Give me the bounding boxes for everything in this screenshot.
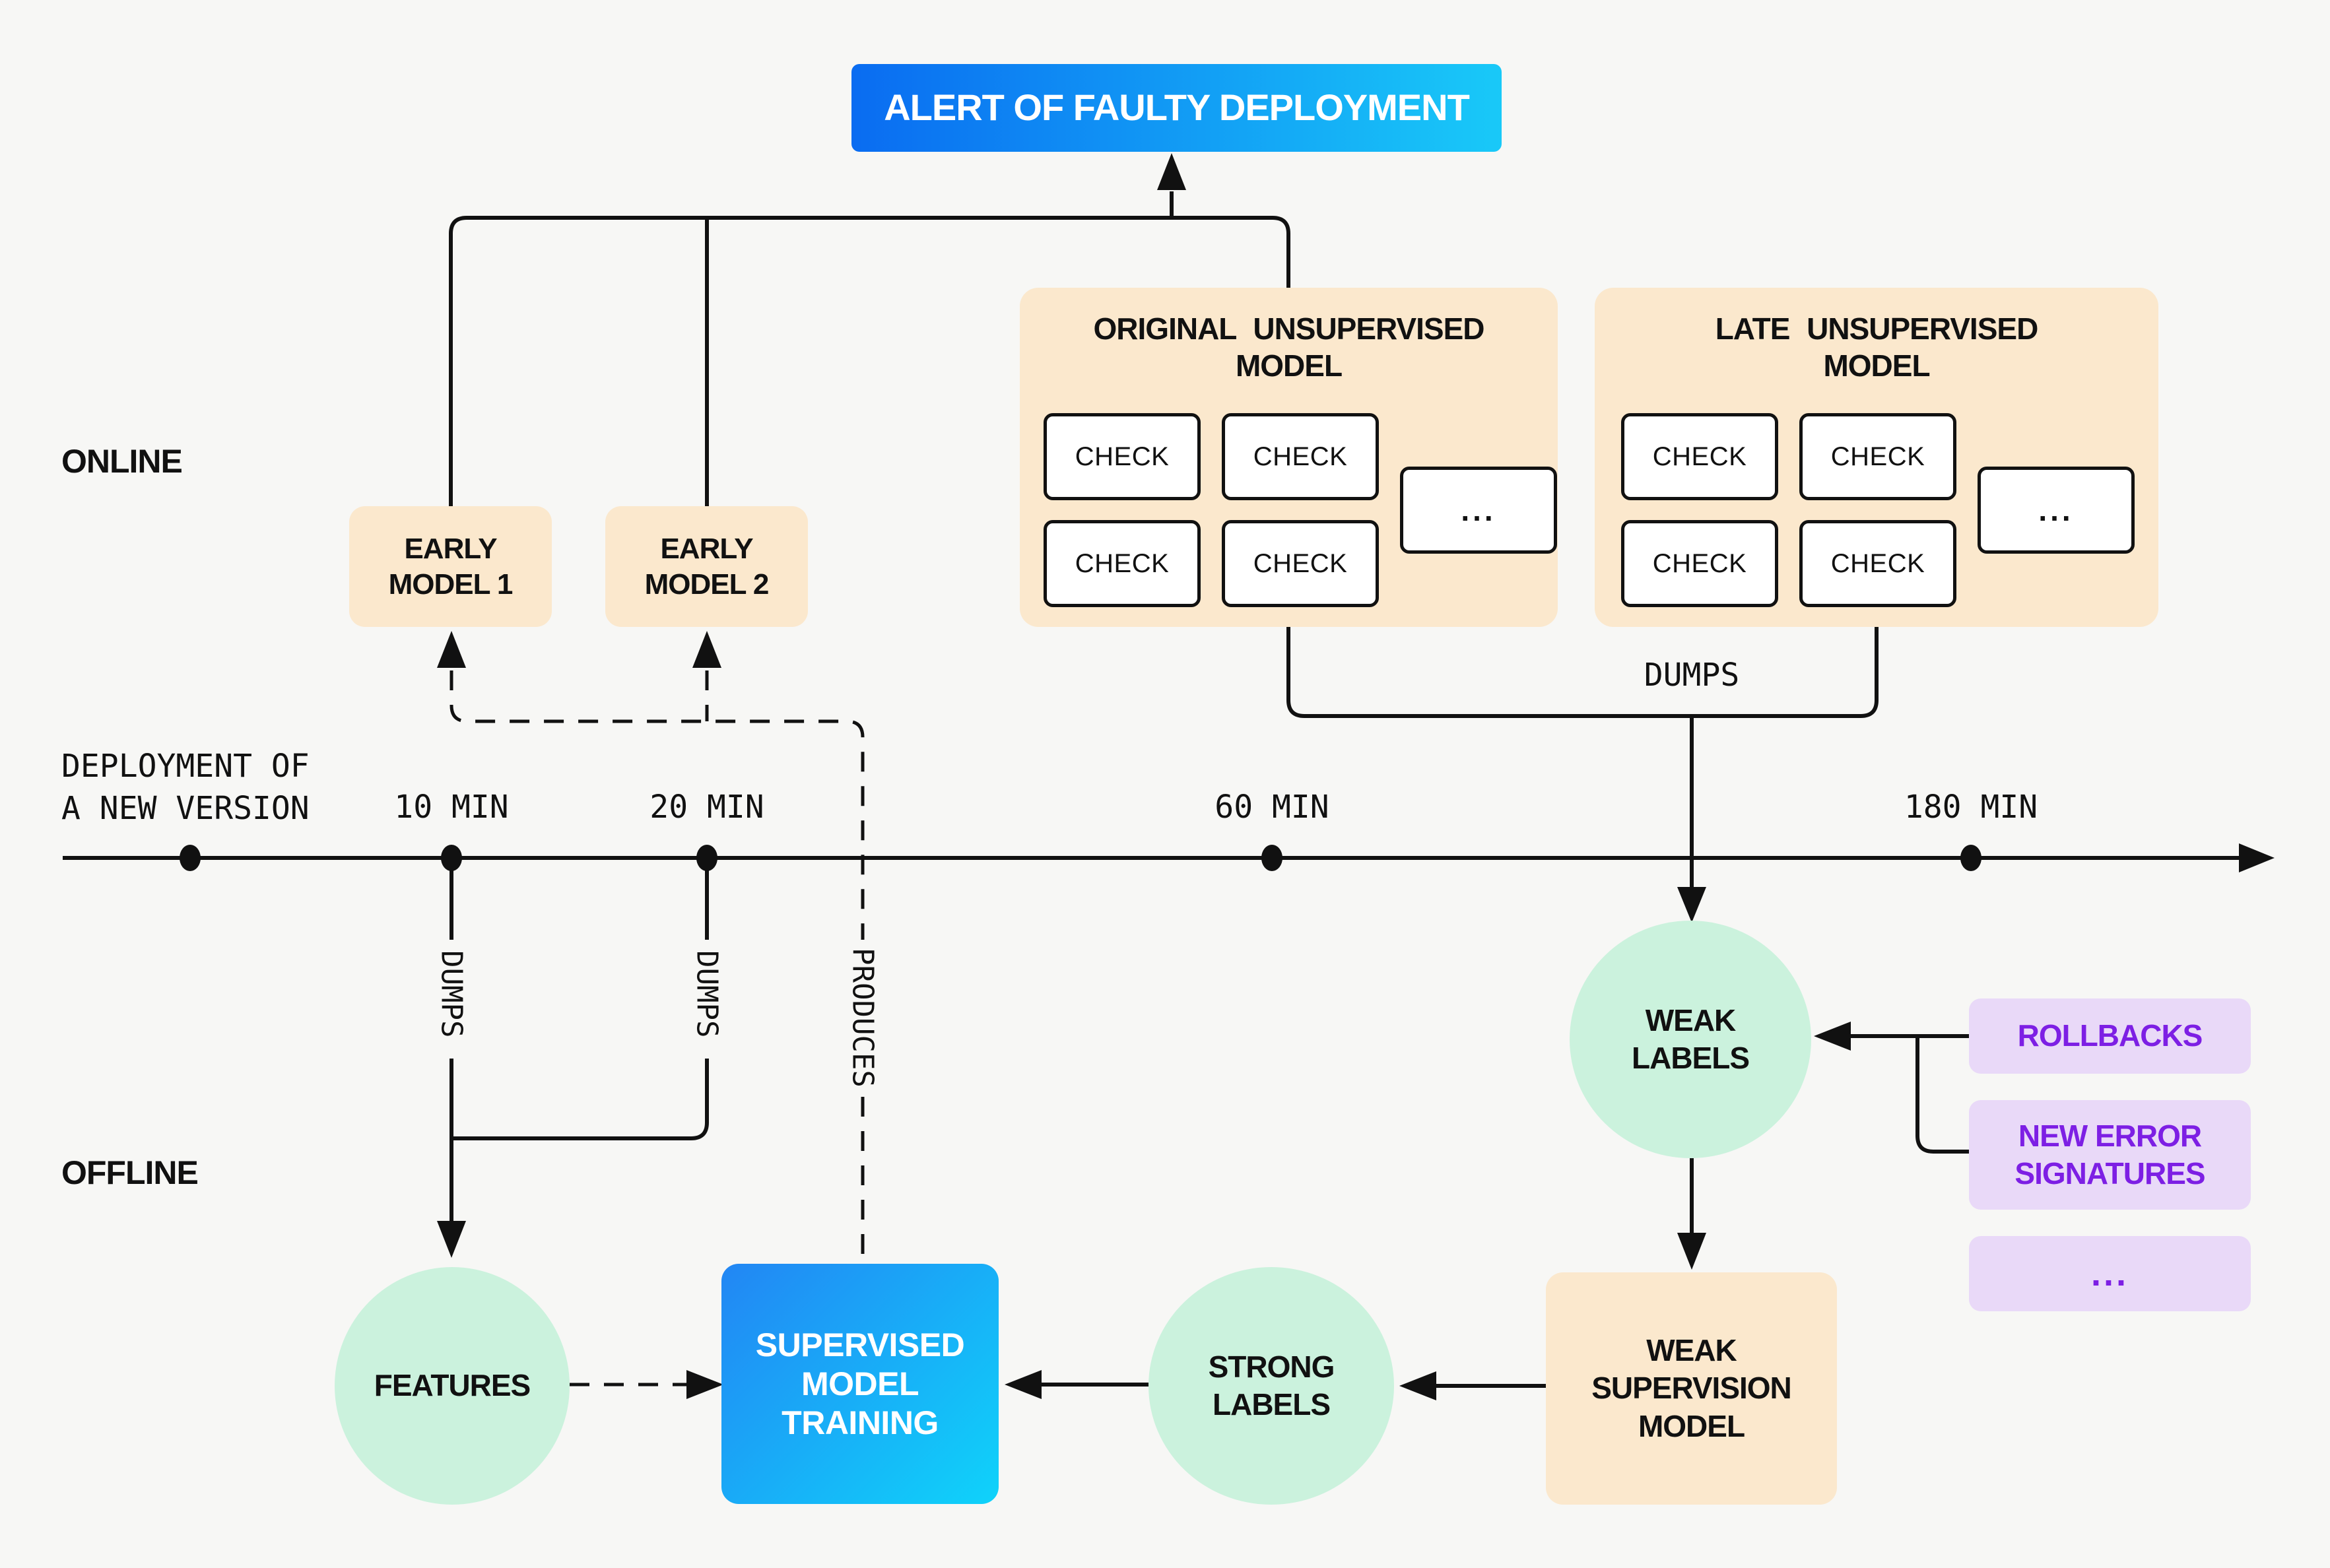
new-error-line2: SIGNATURES bbox=[2014, 1156, 2205, 1191]
online-section-label: ONLINE bbox=[61, 443, 183, 480]
early-model-2-line2: MODEL 2 bbox=[644, 568, 770, 601]
offline-section-label: OFFLINE bbox=[61, 1154, 199, 1191]
supervised-model-training-box: SUPERVISED MODEL TRAINING bbox=[721, 1264, 999, 1504]
weak-labels-node: WEAK LABELS bbox=[1570, 921, 1811, 1158]
check-box: CHECK bbox=[1222, 520, 1379, 607]
training-line2: MODEL bbox=[801, 1365, 919, 1402]
original-title-line1: ORIGINAL UNSUPERVISED bbox=[1093, 311, 1485, 346]
weak-supervision-model-box: WEAK SUPERVISION MODEL bbox=[1546, 1272, 1837, 1505]
more-inputs-box: ... bbox=[1969, 1236, 2251, 1311]
original-unsupervised-title: ORIGINAL UNSUPERVISED MODEL bbox=[1020, 310, 1558, 384]
early-model-2-line1: EARLY bbox=[660, 532, 753, 565]
timeline-dot-deployment bbox=[180, 845, 201, 871]
check-box: CHECK bbox=[1799, 520, 1956, 607]
timeline-tick-180min: 180 MIN bbox=[1904, 789, 2038, 826]
new-error-signatures-box: NEW ERROR SIGNATURES bbox=[1969, 1100, 2251, 1210]
early-model-1-line2: MODEL 1 bbox=[388, 568, 514, 601]
timeline-tick-20min: 20 MIN bbox=[649, 789, 764, 826]
training-line3: TRAINING bbox=[782, 1404, 939, 1441]
weak-supervision-line2: SUPERVISION bbox=[1591, 1371, 1792, 1406]
training-line1: SUPERVISED bbox=[755, 1326, 965, 1363]
alert-of-faulty-deployment-box: ALERT OF FAULTY DEPLOYMENT bbox=[851, 64, 1502, 152]
check-box: CHECK bbox=[1621, 520, 1778, 607]
original-unsupervised-model-box: ORIGINAL UNSUPERVISED MODEL CHECK CHECK … bbox=[1020, 288, 1558, 627]
strong-labels-line2: LABELS bbox=[1213, 1387, 1331, 1421]
edge-20min-dump-lower bbox=[451, 1059, 709, 1140]
arrowhead-timeline bbox=[2239, 843, 2275, 872]
early-model-1-box: EARLY MODEL 1 bbox=[349, 506, 552, 627]
produces-label: PRODUCES bbox=[846, 942, 880, 1093]
timeline-dot-10min bbox=[441, 845, 462, 871]
check-box: CHECK bbox=[1044, 413, 1201, 500]
weak-labels-line1: WEAK bbox=[1645, 1002, 1737, 1037]
original-title-line2: MODEL bbox=[1235, 348, 1343, 383]
alert-label: ALERT OF FAULTY DEPLOYMENT bbox=[884, 86, 1470, 129]
dumps-models-label: DUMPS bbox=[1644, 657, 1740, 694]
dumps-10min-label: DUMPS bbox=[434, 945, 469, 1043]
timeline-dot-60min bbox=[1261, 845, 1282, 871]
early-model-2-box: EARLY MODEL 2 bbox=[605, 506, 808, 627]
arrowhead-weak-supervision bbox=[1677, 1233, 1706, 1270]
arrowhead-training-from-features bbox=[686, 1370, 723, 1399]
check-box: CHECK bbox=[1044, 520, 1201, 607]
late-unsupervised-model-box: LATE UNSUPERVISED MODEL CHECK CHECK CHEC… bbox=[1595, 288, 2158, 627]
arrowhead-features bbox=[437, 1221, 466, 1258]
check-box: CHECK bbox=[1621, 413, 1778, 500]
rollbacks-label: ROLLBACKS bbox=[2017, 1018, 2203, 1053]
timeline-dot-180min bbox=[1960, 845, 1981, 871]
rollbacks-box: ROLLBACKS bbox=[1969, 998, 2251, 1074]
arrowhead-strong-labels bbox=[1399, 1371, 1436, 1400]
timeline-origin-label: DEPLOYMENT OF A NEW VERSION bbox=[61, 748, 310, 827]
timeline-tick-10min: 10 MIN bbox=[394, 789, 509, 826]
arrowhead-early-model-1 bbox=[437, 631, 466, 668]
arrowhead-training-from-strong bbox=[1005, 1370, 1042, 1399]
arrowhead-weak-labels-from-rollbacks bbox=[1814, 1022, 1851, 1051]
timeline-dot-20min bbox=[696, 845, 717, 871]
arrowhead-weak-labels bbox=[1677, 887, 1706, 923]
arrowhead-alert bbox=[1157, 153, 1186, 190]
dumps-20min-label: DUMPS bbox=[690, 945, 724, 1043]
timeline-tick-60min: 60 MIN bbox=[1215, 789, 1329, 826]
weak-supervision-line3: MODEL bbox=[1638, 1408, 1745, 1443]
strong-labels-node: STRONG LABELS bbox=[1148, 1267, 1394, 1505]
edge-new-error-signatures-branch bbox=[1915, 1036, 1969, 1154]
edge-produces-dashed-left bbox=[449, 670, 865, 940]
late-unsupervised-title: LATE UNSUPERVISED MODEL bbox=[1595, 310, 2158, 384]
check-more-box: ... bbox=[1978, 467, 2135, 554]
features-label: FEATURES bbox=[374, 1368, 531, 1403]
strong-labels-line1: STRONG bbox=[1208, 1349, 1335, 1384]
edge-dumps-bracket bbox=[1286, 627, 1879, 718]
check-box: CHECK bbox=[1222, 413, 1379, 500]
late-title-line1: LATE UNSUPERVISED bbox=[1715, 311, 2039, 346]
more-inputs-label: ... bbox=[2090, 1254, 2129, 1293]
new-error-line1: NEW ERROR bbox=[2018, 1118, 2202, 1153]
arrowhead-early-model-2 bbox=[692, 631, 721, 668]
check-more-box: ... bbox=[1400, 467, 1557, 554]
timeline-origin-line2: A NEW VERSION bbox=[61, 790, 310, 827]
timeline-origin-line1: DEPLOYMENT OF bbox=[61, 748, 310, 785]
late-title-line2: MODEL bbox=[1823, 348, 1930, 383]
features-node: FEATURES bbox=[335, 1267, 570, 1505]
weak-labels-line2: LABELS bbox=[1632, 1041, 1750, 1075]
weak-supervision-line1: WEAK bbox=[1646, 1333, 1737, 1368]
edge-online-models-to-alert-trunk bbox=[449, 216, 1290, 506]
check-box: CHECK bbox=[1799, 413, 1956, 500]
early-model-1-line1: EARLY bbox=[404, 532, 497, 565]
